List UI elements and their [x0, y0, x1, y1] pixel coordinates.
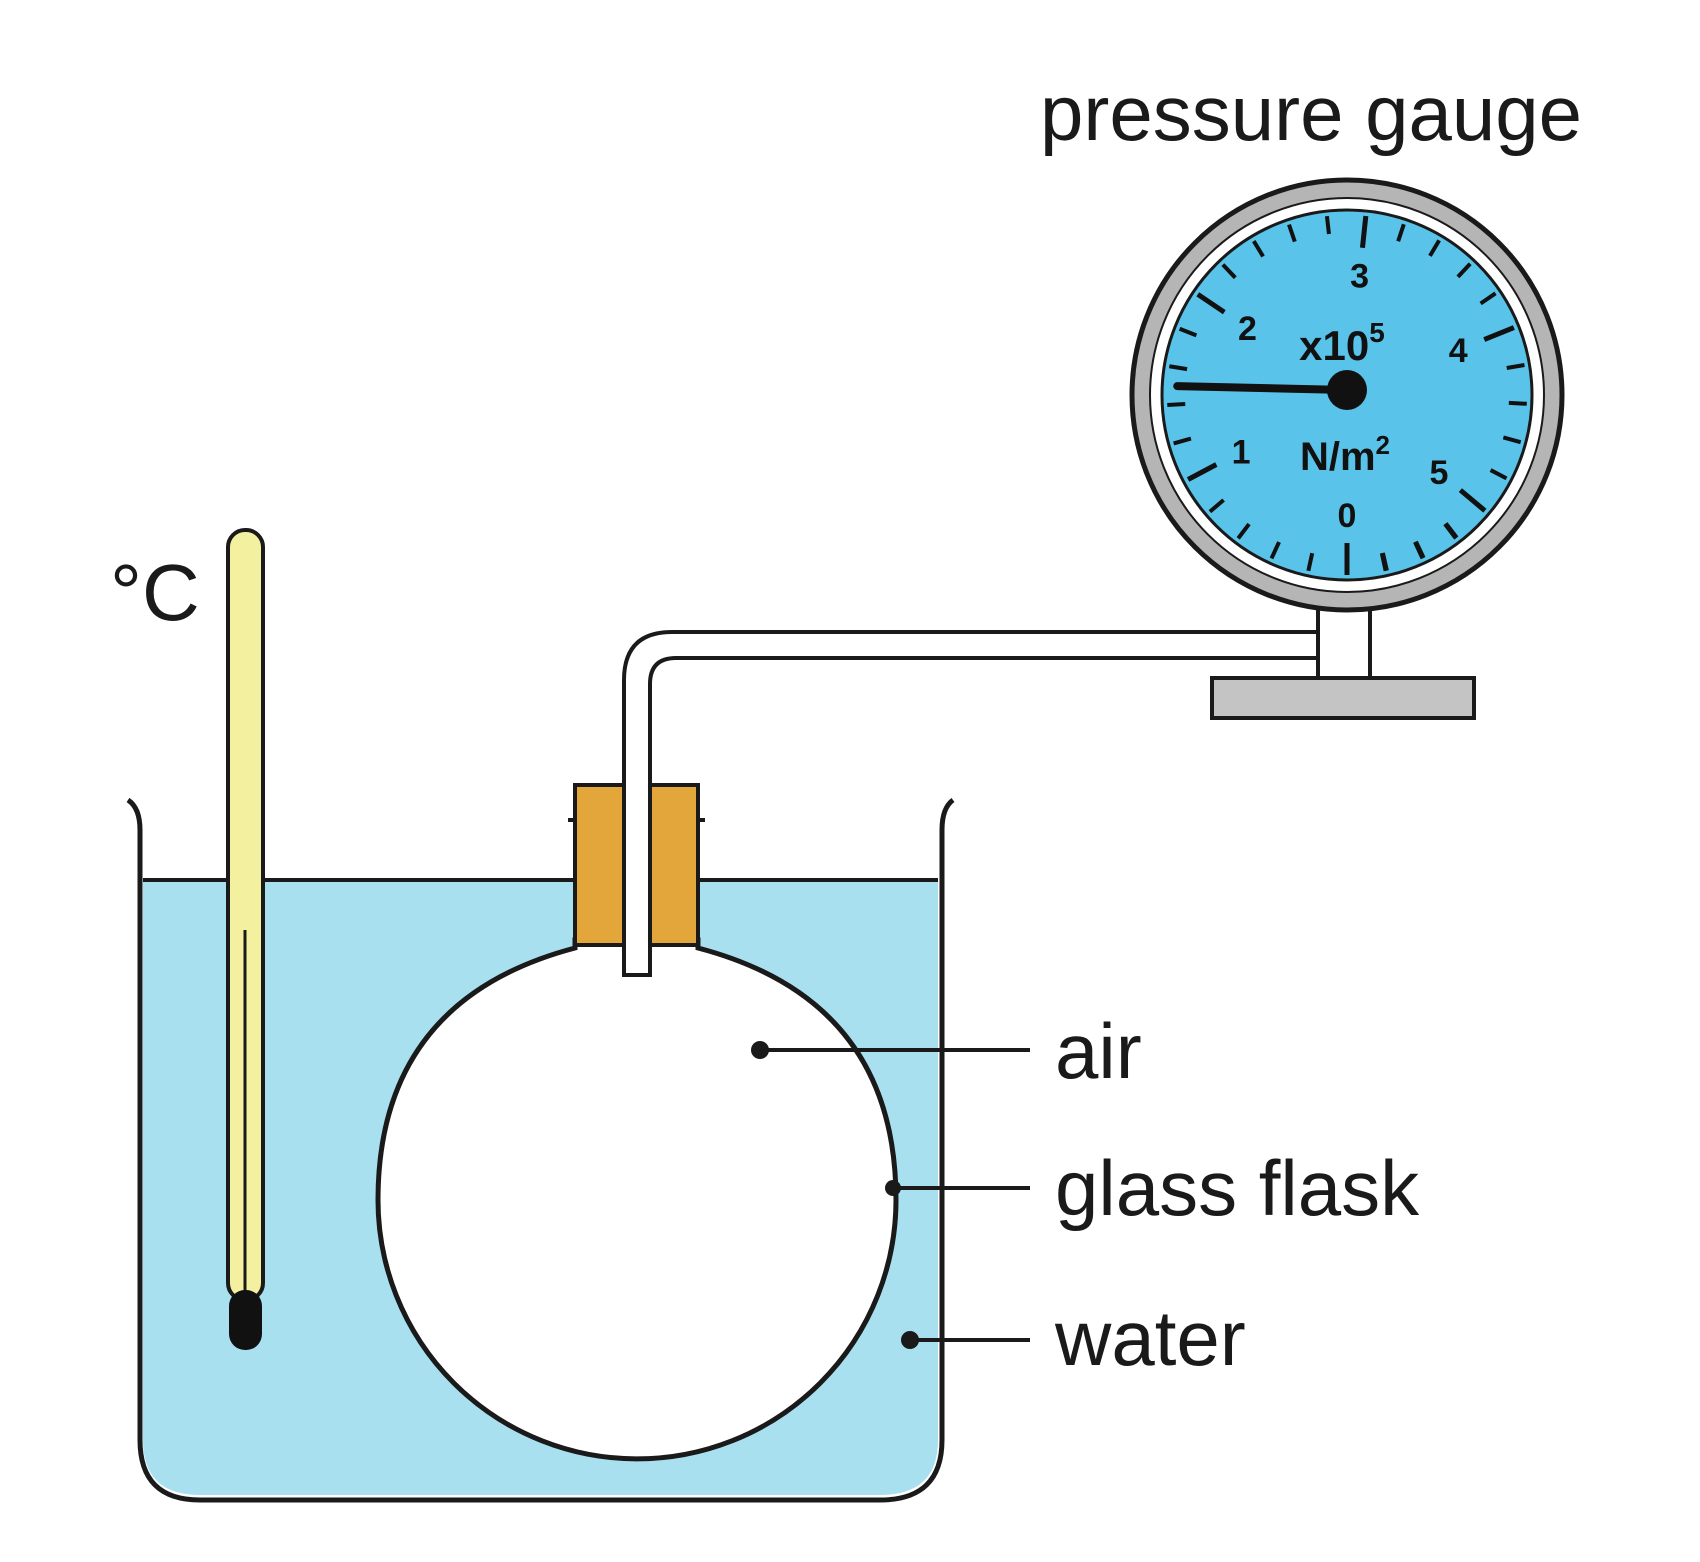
- gauge-minor-tick: [1208, 498, 1225, 514]
- gauge-number-3: 3: [1350, 258, 1369, 296]
- gauge-major-tick: [1458, 488, 1487, 513]
- gauge-minor-tick: [1252, 239, 1265, 258]
- gauge-minor-tick: [1428, 239, 1441, 257]
- glass-flask: [375, 937, 899, 1462]
- gauge-minor-tick: [1444, 522, 1459, 539]
- gauge-minor-tick: [1236, 522, 1251, 540]
- water-marker-dot: [901, 1331, 919, 1349]
- glass-flask-marker-dot: [885, 1180, 901, 1196]
- gauge-minor-tick: [1167, 402, 1186, 408]
- gauge-multiplier: x105: [1299, 317, 1385, 369]
- gauge-minor-tick: [1508, 400, 1527, 406]
- gauge-stand: [1210, 598, 1476, 720]
- thermometer-unit-label: °C: [110, 548, 200, 637]
- gauge-minor-tick: [1269, 541, 1281, 560]
- gauge-major-tick: [1483, 325, 1515, 342]
- pressure-gauge: 0 1 2 3 4 5 x105 N/m2: [1129, 177, 1565, 613]
- gauge-needle: [1173, 382, 1351, 394]
- gauge-ticks: [1167, 215, 1527, 575]
- gauge-minor-tick: [1380, 552, 1389, 571]
- gauge-minor-tick: [1173, 436, 1192, 446]
- gauge-minor-tick: [1306, 552, 1315, 572]
- glass-flask-label: glass flask: [1055, 1144, 1420, 1232]
- gauge-minor-tick: [1396, 223, 1406, 242]
- gauge-number-4: 4: [1449, 332, 1468, 370]
- gauge-number-0: 0: [1338, 497, 1357, 535]
- gauge-minor-tick: [1506, 363, 1525, 370]
- gauge-minor-tick: [1479, 291, 1497, 306]
- gauge-major-tick: [1196, 292, 1226, 315]
- gauge-needle-hub: [1327, 370, 1367, 410]
- gauge-minor-tick: [1221, 263, 1237, 280]
- gauge-unit: N/m2: [1300, 430, 1390, 479]
- gauge-scale-numbers: 0 1 2 3 4 5: [1232, 258, 1468, 535]
- gauge-minor-tick: [1287, 223, 1297, 243]
- gauge-major-tick: [1186, 462, 1218, 482]
- air-label: air: [1055, 1007, 1142, 1095]
- air-marker-dot: [751, 1041, 769, 1059]
- water-label: water: [1054, 1294, 1246, 1382]
- gauge-minor-tick: [1489, 468, 1508, 481]
- gauge-minor-tick: [1324, 215, 1331, 235]
- gauge-number-1: 1: [1232, 433, 1251, 471]
- gauge-minor-tick: [1456, 262, 1472, 279]
- gauge-number-2: 2: [1238, 310, 1257, 348]
- leader-lines: [751, 1041, 1030, 1349]
- pressure-gauge-label: pressure gauge: [1040, 69, 1582, 157]
- gauge-major-tick: [1359, 215, 1369, 249]
- thermometer: [226, 528, 265, 1350]
- beaker: [126, 797, 955, 1503]
- gauge-minor-tick: [1502, 435, 1522, 445]
- gauge-number-5: 5: [1429, 454, 1448, 492]
- gauge-minor-tick: [1168, 364, 1188, 372]
- gauge-minor-tick: [1178, 326, 1198, 338]
- gauge-minor-tick: [1414, 540, 1426, 559]
